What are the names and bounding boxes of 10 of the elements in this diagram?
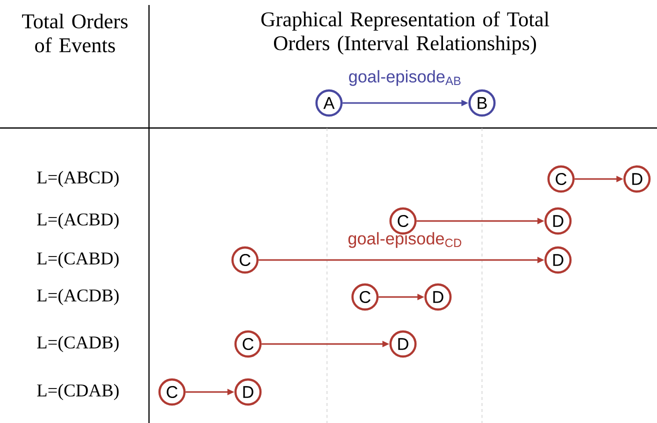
- edge-label: goal-episode$_{CD}$: [348, 232, 462, 248]
- column-header: Total Orders of Events: [22, 14, 128, 52]
- row-label: L=(ACDB): [37, 288, 119, 306]
- row-label: L=(ACBD): [37, 212, 119, 230]
- row-label: L=(ABCD): [37, 170, 119, 188]
- column-header: Graphical Representation of Total Orders (Interval Relationships): [261, 11, 550, 55]
- row-label: L=(CADB): [37, 336, 119, 352]
- row-label: L=(CDAB): [37, 384, 119, 400]
- edge-label: goal-episode$_{AB}$: [349, 70, 461, 86]
- row-label: L=(CABD): [37, 252, 119, 268]
